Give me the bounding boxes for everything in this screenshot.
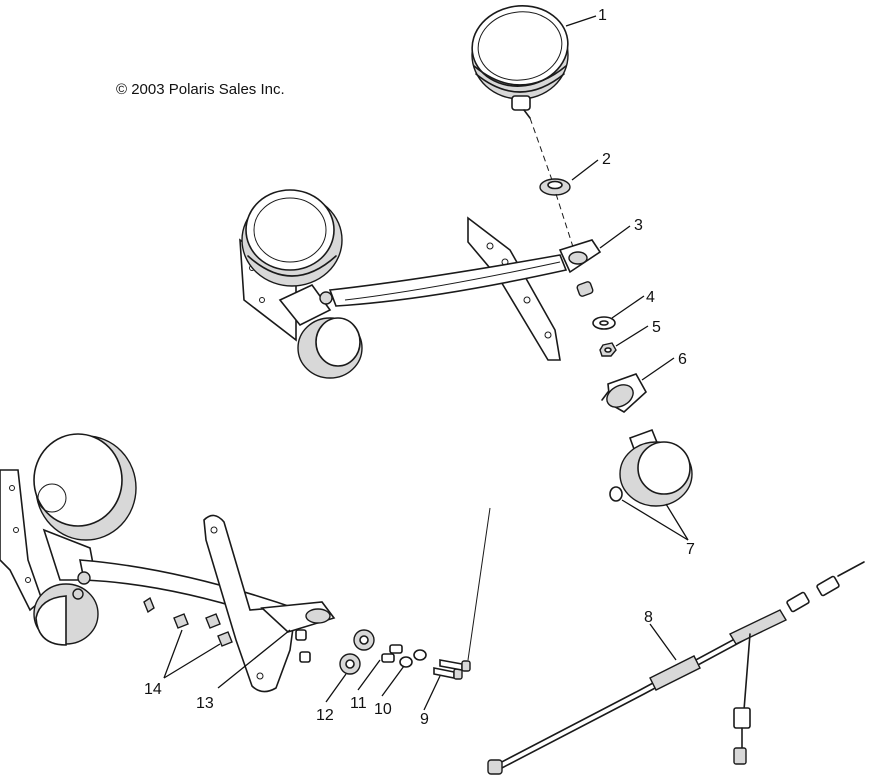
callout-labels: 1 2 3 4 5 6 7 8 9 10 11 12 13 14	[144, 7, 695, 728]
callout-13: 13	[196, 695, 214, 712]
callout-2: 2	[602, 151, 611, 168]
headlight-icon	[239, 189, 343, 342]
callout-4: 4	[646, 289, 655, 306]
callout-10: 10	[374, 701, 392, 718]
washer-icon	[399, 649, 427, 668]
grommet-icon	[539, 178, 571, 196]
lamp-icon	[297, 317, 363, 379]
nut-icon	[599, 342, 617, 357]
callout-12: 12	[316, 707, 334, 724]
callout-9: 9	[420, 711, 429, 728]
bolt-icon	[433, 659, 471, 680]
washer-icon	[592, 316, 616, 330]
callout-5: 5	[652, 319, 661, 336]
bracket-icon	[328, 216, 602, 361]
headlight-icon	[471, 5, 569, 119]
copyright-text: © 2003 Polaris Sales Inc.	[116, 81, 285, 98]
housing-icon	[601, 373, 648, 413]
bushing-icon	[295, 629, 375, 675]
callout-8: 8	[644, 609, 653, 626]
headlight-icon	[33, 433, 137, 581]
lamp-icon	[609, 428, 693, 507]
bushing-icon	[381, 644, 403, 663]
clip-icon	[143, 596, 233, 647]
callout-7: 7	[686, 541, 695, 558]
mount-plate-icon	[203, 514, 336, 693]
callout-14: 14	[144, 681, 162, 698]
callout-1: 1	[598, 7, 607, 24]
harness-icon	[487, 561, 865, 775]
leader-lines	[163, 15, 689, 711]
callout-6: 6	[678, 351, 687, 368]
callout-11: 11	[350, 695, 367, 712]
callout-3: 3	[634, 217, 643, 234]
lamp-icon	[33, 583, 99, 646]
